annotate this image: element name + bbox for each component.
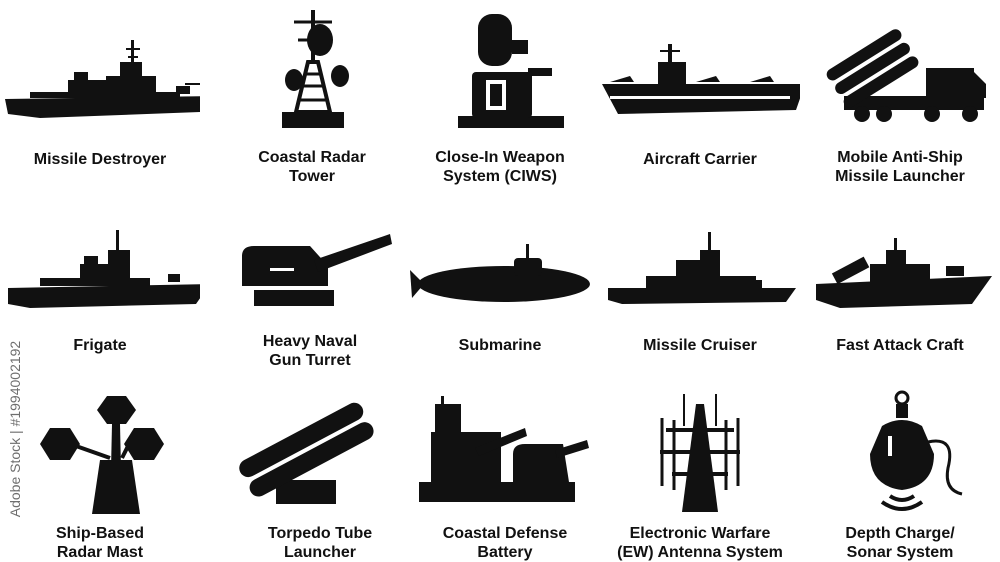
ciws-icon xyxy=(458,14,564,128)
tile-label: Missile Cruiser xyxy=(600,336,800,355)
tile-label: Aircraft Carrier xyxy=(600,150,800,169)
coastal-defense-battery-icon xyxy=(419,396,589,502)
label-line: Coastal Defense xyxy=(442,525,568,542)
label-line: Battery xyxy=(477,544,533,561)
tile-label: Frigate xyxy=(0,336,200,355)
missile-cruiser-icon xyxy=(608,232,796,304)
fast-attack-craft-icon xyxy=(816,238,992,308)
label-line: Aircraft Carrier xyxy=(643,151,757,168)
label-line: Radar Mast xyxy=(56,544,144,561)
label-line: Electronic Warfare xyxy=(629,525,771,542)
depth-charge-sonar-icon xyxy=(870,390,963,511)
tile-submarine: Submarine xyxy=(400,220,600,370)
label-line: (EW) Antenna System xyxy=(617,544,783,561)
tile-missile-cruiser: Missile Cruiser xyxy=(600,220,800,370)
label-line: Missile Destroyer xyxy=(33,151,167,168)
tile-torpedo-tube-launcher: Torpedo Tube Launcher xyxy=(220,390,420,561)
label-line: Fast Attack Craft xyxy=(836,337,964,354)
ew-antenna-icon xyxy=(660,394,740,512)
tile-coastal-defense-battery: Coastal Defense Battery xyxy=(405,390,605,561)
label-line: Missile Cruiser xyxy=(643,337,757,354)
torpedo-tube-launcher-icon xyxy=(239,402,374,504)
tile-mobile-missile-launcher: Mobile Anti-Ship Missile Launcher xyxy=(800,0,1000,200)
mobile-missile-launcher-icon xyxy=(826,29,986,122)
tile-label: Ship-Based Radar Mast xyxy=(0,524,200,562)
label-line: Torpedo Tube xyxy=(267,525,373,542)
tile-label: Submarine xyxy=(400,336,600,355)
tile-label: Coastal Radar Tower xyxy=(212,148,412,186)
tile-coastal-radar-tower: Coastal Radar Tower xyxy=(212,0,412,200)
label-line: Depth Charge/ xyxy=(845,525,955,542)
tile-label: Fast Attack Craft xyxy=(800,336,1000,355)
tile-label: Heavy Naval Gun Turret xyxy=(210,332,410,370)
tile-label: Mobile Anti-Ship Missile Launcher xyxy=(800,148,1000,186)
tile-label: Close-In Weapon System (CIWS) xyxy=(400,148,600,186)
label-line: Close-In Weapon xyxy=(435,149,565,166)
tile-frigate: Frigate xyxy=(0,220,200,370)
tile-label: Depth Charge/ Sonar System xyxy=(800,524,1000,562)
coastal-radar-tower-icon xyxy=(282,10,349,128)
label-line: Coastal Radar xyxy=(258,149,366,166)
label-line: Sonar System xyxy=(846,544,954,561)
watermark-text: Adobe Stock | #1994002192 xyxy=(7,340,23,518)
label-line: Tower xyxy=(289,168,335,185)
tile-label: Missile Destroyer xyxy=(0,150,200,169)
tile-label: Torpedo Tube Launcher xyxy=(220,524,420,562)
missile-destroyer-icon xyxy=(5,40,200,118)
radar-mast-icon xyxy=(40,396,164,514)
tile-aircraft-carrier: Aircraft Carrier xyxy=(600,0,800,200)
label-line: Missile Launcher xyxy=(835,168,965,185)
label-line: Ship-Based xyxy=(55,525,144,542)
tile-depth-charge-sonar: Depth Charge/ Sonar System xyxy=(800,390,1000,561)
tile-radar-mast: Ship-Based Radar Mast xyxy=(0,390,200,561)
tile-naval-gun-turret: Heavy Naval Gun Turret xyxy=(210,220,410,370)
tile-ciws: Close-In Weapon System (CIWS) xyxy=(400,0,600,200)
stock-watermark: Adobe Stock | #1994002192 xyxy=(2,300,28,558)
frigate-icon xyxy=(8,230,200,308)
label-line: Gun Turret xyxy=(269,352,351,369)
label-line: Heavy Naval xyxy=(262,333,358,350)
submarine-icon xyxy=(410,244,590,302)
naval-gun-turret-icon xyxy=(242,234,392,306)
tile-fast-attack-craft: Fast Attack Craft xyxy=(800,220,1000,370)
label-line: Launcher xyxy=(283,544,356,561)
aircraft-carrier-icon xyxy=(602,44,800,114)
label-line: Mobile Anti-Ship xyxy=(837,149,963,166)
tile-missile-destroyer: Missile Destroyer xyxy=(0,0,200,200)
label-line: Frigate xyxy=(73,337,127,354)
tile-label: Electronic Warfare (EW) Antenna System xyxy=(600,524,800,562)
tile-label: Coastal Defense Battery xyxy=(405,524,605,562)
tile-ew-antenna: Electronic Warfare (EW) Antenna System xyxy=(600,390,800,561)
label-line: System (CIWS) xyxy=(443,168,557,185)
label-line: Submarine xyxy=(458,337,542,354)
